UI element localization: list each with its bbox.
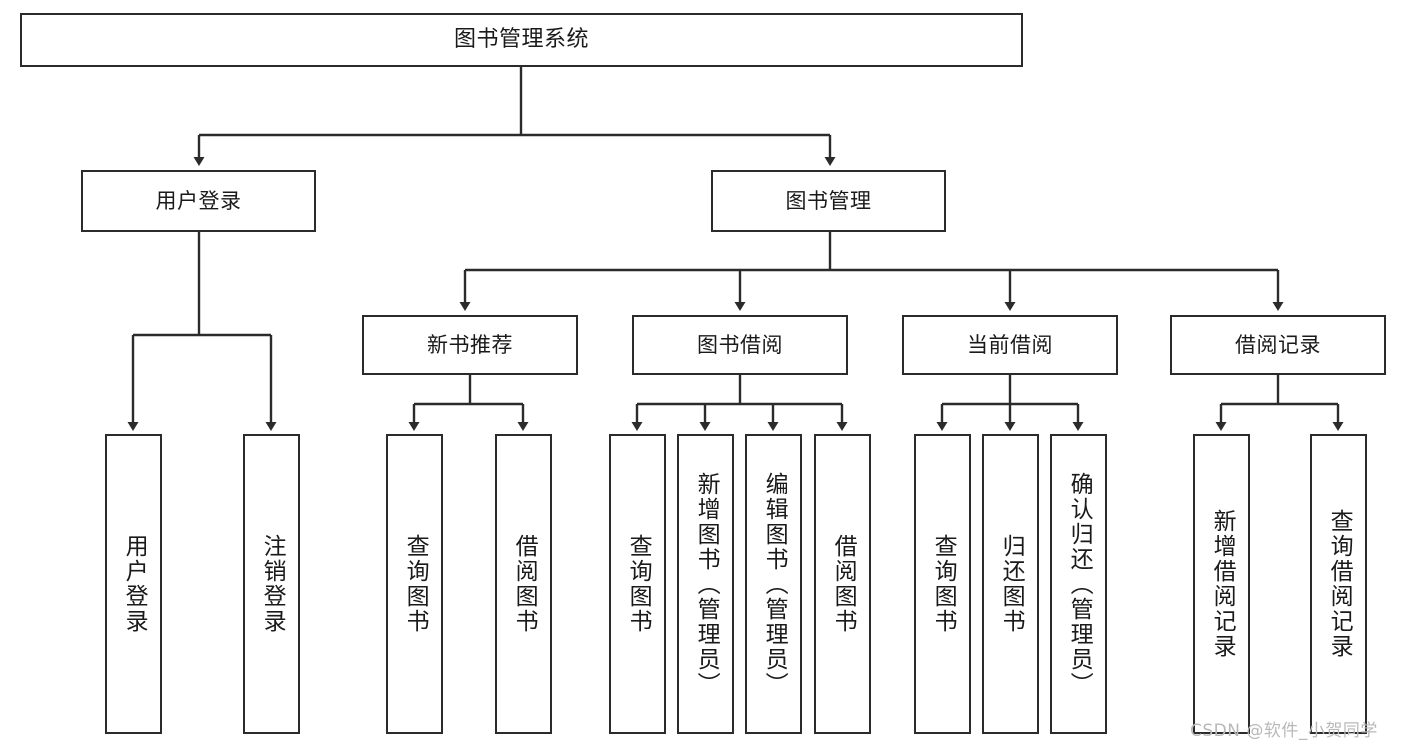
node-book-borrow[interactable]: 图书借阅: [632, 315, 848, 375]
node-user-login[interactable]: 用户登录: [81, 170, 316, 232]
node-current-borrow[interactable]: 当前借阅: [902, 315, 1118, 375]
node-label: 确认归还（管理员）: [1066, 471, 1093, 697]
node-label: 图书管理: [785, 188, 872, 213]
node-label: 图书借阅: [697, 332, 783, 357]
node-label: 查询图书: [402, 534, 429, 634]
node-label: 新书推荐: [427, 332, 513, 357]
node-label: 归还图书: [998, 534, 1025, 634]
node-label: 注销登录: [259, 534, 286, 634]
node-leaf-borrow-books-recommend[interactable]: 借阅图书: [495, 434, 552, 734]
node-label: 用户登录: [155, 188, 242, 213]
node-leaf-query-borrow-record[interactable]: 查询借阅记录: [1310, 434, 1367, 734]
node-leaf-user-login[interactable]: 用户登录: [105, 434, 162, 734]
node-label: 查询图书: [930, 534, 957, 634]
node-book-management[interactable]: 图书管理: [711, 170, 946, 232]
node-leaf-edit-book-admin[interactable]: 编辑图书（管理员）: [745, 434, 802, 734]
node-root-system[interactable]: 图书管理系统: [20, 13, 1023, 67]
node-label: 查询图书: [625, 534, 652, 634]
node-leaf-confirm-return-admin[interactable]: 确认归还（管理员）: [1050, 434, 1107, 734]
node-label: 借阅图书: [511, 534, 538, 634]
node-leaf-query-books-recommend[interactable]: 查询图书: [386, 434, 443, 734]
node-leaf-query-books-current[interactable]: 查询图书: [914, 434, 971, 734]
node-leaf-query-books-borrow[interactable]: 查询图书: [609, 434, 666, 734]
node-leaf-return-book[interactable]: 归还图书: [982, 434, 1039, 734]
node-label: 新增借阅记录: [1209, 509, 1236, 659]
node-leaf-add-book-admin[interactable]: 新增图书（管理员）: [677, 434, 734, 734]
node-new-book-recommend[interactable]: 新书推荐: [362, 315, 578, 375]
node-label: 新增图书（管理员）: [693, 471, 720, 697]
node-leaf-add-borrow-record[interactable]: 新增借阅记录: [1193, 434, 1250, 734]
node-label: 借阅图书: [830, 534, 857, 634]
node-label: 查询借阅记录: [1326, 509, 1353, 659]
node-label: 用户登录: [121, 534, 148, 634]
node-label: 借阅记录: [1235, 332, 1321, 357]
node-label: 图书管理系统: [453, 27, 589, 53]
csdn-watermark: CSDN @软件_小贺同学: [1190, 721, 1378, 741]
node-label: 当前借阅: [967, 332, 1053, 357]
node-leaf-borrow-book[interactable]: 借阅图书: [814, 434, 871, 734]
node-label: 编辑图书（管理员）: [761, 471, 788, 697]
node-leaf-logout[interactable]: 注销登录: [243, 434, 300, 734]
node-borrow-records[interactable]: 借阅记录: [1170, 315, 1386, 375]
